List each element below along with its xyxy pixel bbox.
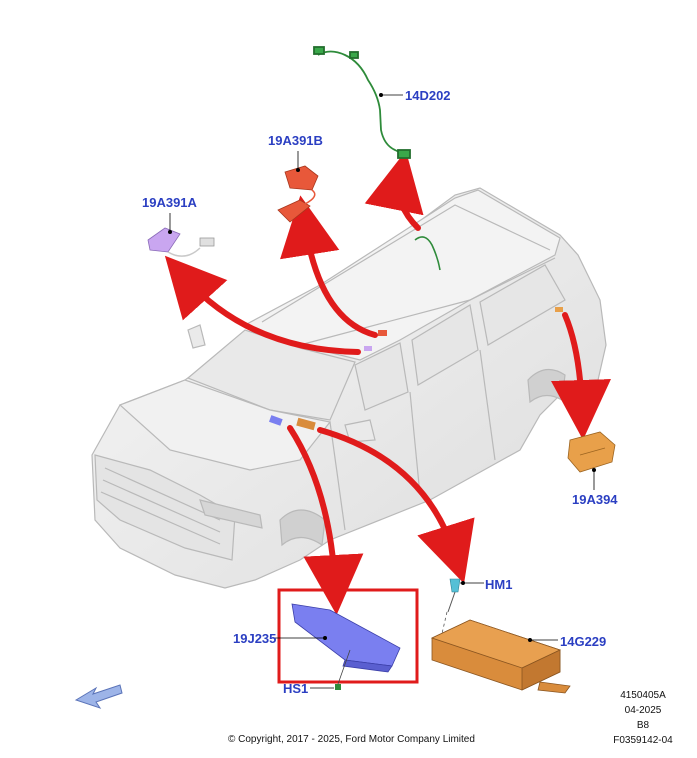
doc-revision: B8 (636, 720, 650, 731)
arrow-to-14g229 (317, 427, 475, 584)
marker-14d202 (414, 236, 441, 271)
location-arrows (164, 150, 611, 615)
harness-14d202 (313, 46, 411, 159)
figure-number: F0359142-04 (613, 735, 673, 746)
copyright-notice: © Copyright, 2017 - 2025, Ford Motor Com… (228, 734, 475, 745)
screw-hs1 (335, 649, 351, 690)
label-19a394: 19A394 (572, 492, 618, 507)
connector-19a394 (567, 431, 616, 473)
marker-19a391a (364, 346, 372, 351)
doc-number: 4150405A (620, 690, 666, 701)
label-hs1: HS1 (283, 681, 309, 696)
module-19j235 (291, 603, 401, 673)
label-19j235: 19J235 (233, 631, 277, 646)
module-19a391a (147, 227, 215, 257)
arrow-to-19a394 (551, 312, 611, 440)
doc-date: 04-2025 (624, 705, 662, 716)
view-direction-arrow-icon (74, 684, 123, 709)
arrow-to-19a391a (164, 255, 361, 355)
label-19a391a: 19A391A (142, 195, 197, 210)
module-14g229 (430, 619, 571, 694)
vehicle-illustration (91, 187, 607, 589)
vehicle-component-markers (268, 236, 563, 431)
marker-19a391b (378, 330, 387, 336)
marker-14g229 (296, 417, 316, 431)
label-hm1: HM1 (485, 577, 513, 592)
marker-19a394 (555, 307, 563, 312)
arrow-to-19j235 (287, 425, 364, 615)
arrow-to-14d202 (364, 150, 424, 231)
label-19a391b: 19A391B (268, 133, 323, 148)
marker-19j235 (268, 415, 283, 426)
highlight-box-19j235 (277, 588, 419, 684)
label-14d202: 14D202 (405, 88, 451, 103)
label-14g229: 14G229 (560, 634, 607, 649)
arrow-to-19a391b (280, 195, 378, 338)
module-19a391b (277, 165, 319, 223)
